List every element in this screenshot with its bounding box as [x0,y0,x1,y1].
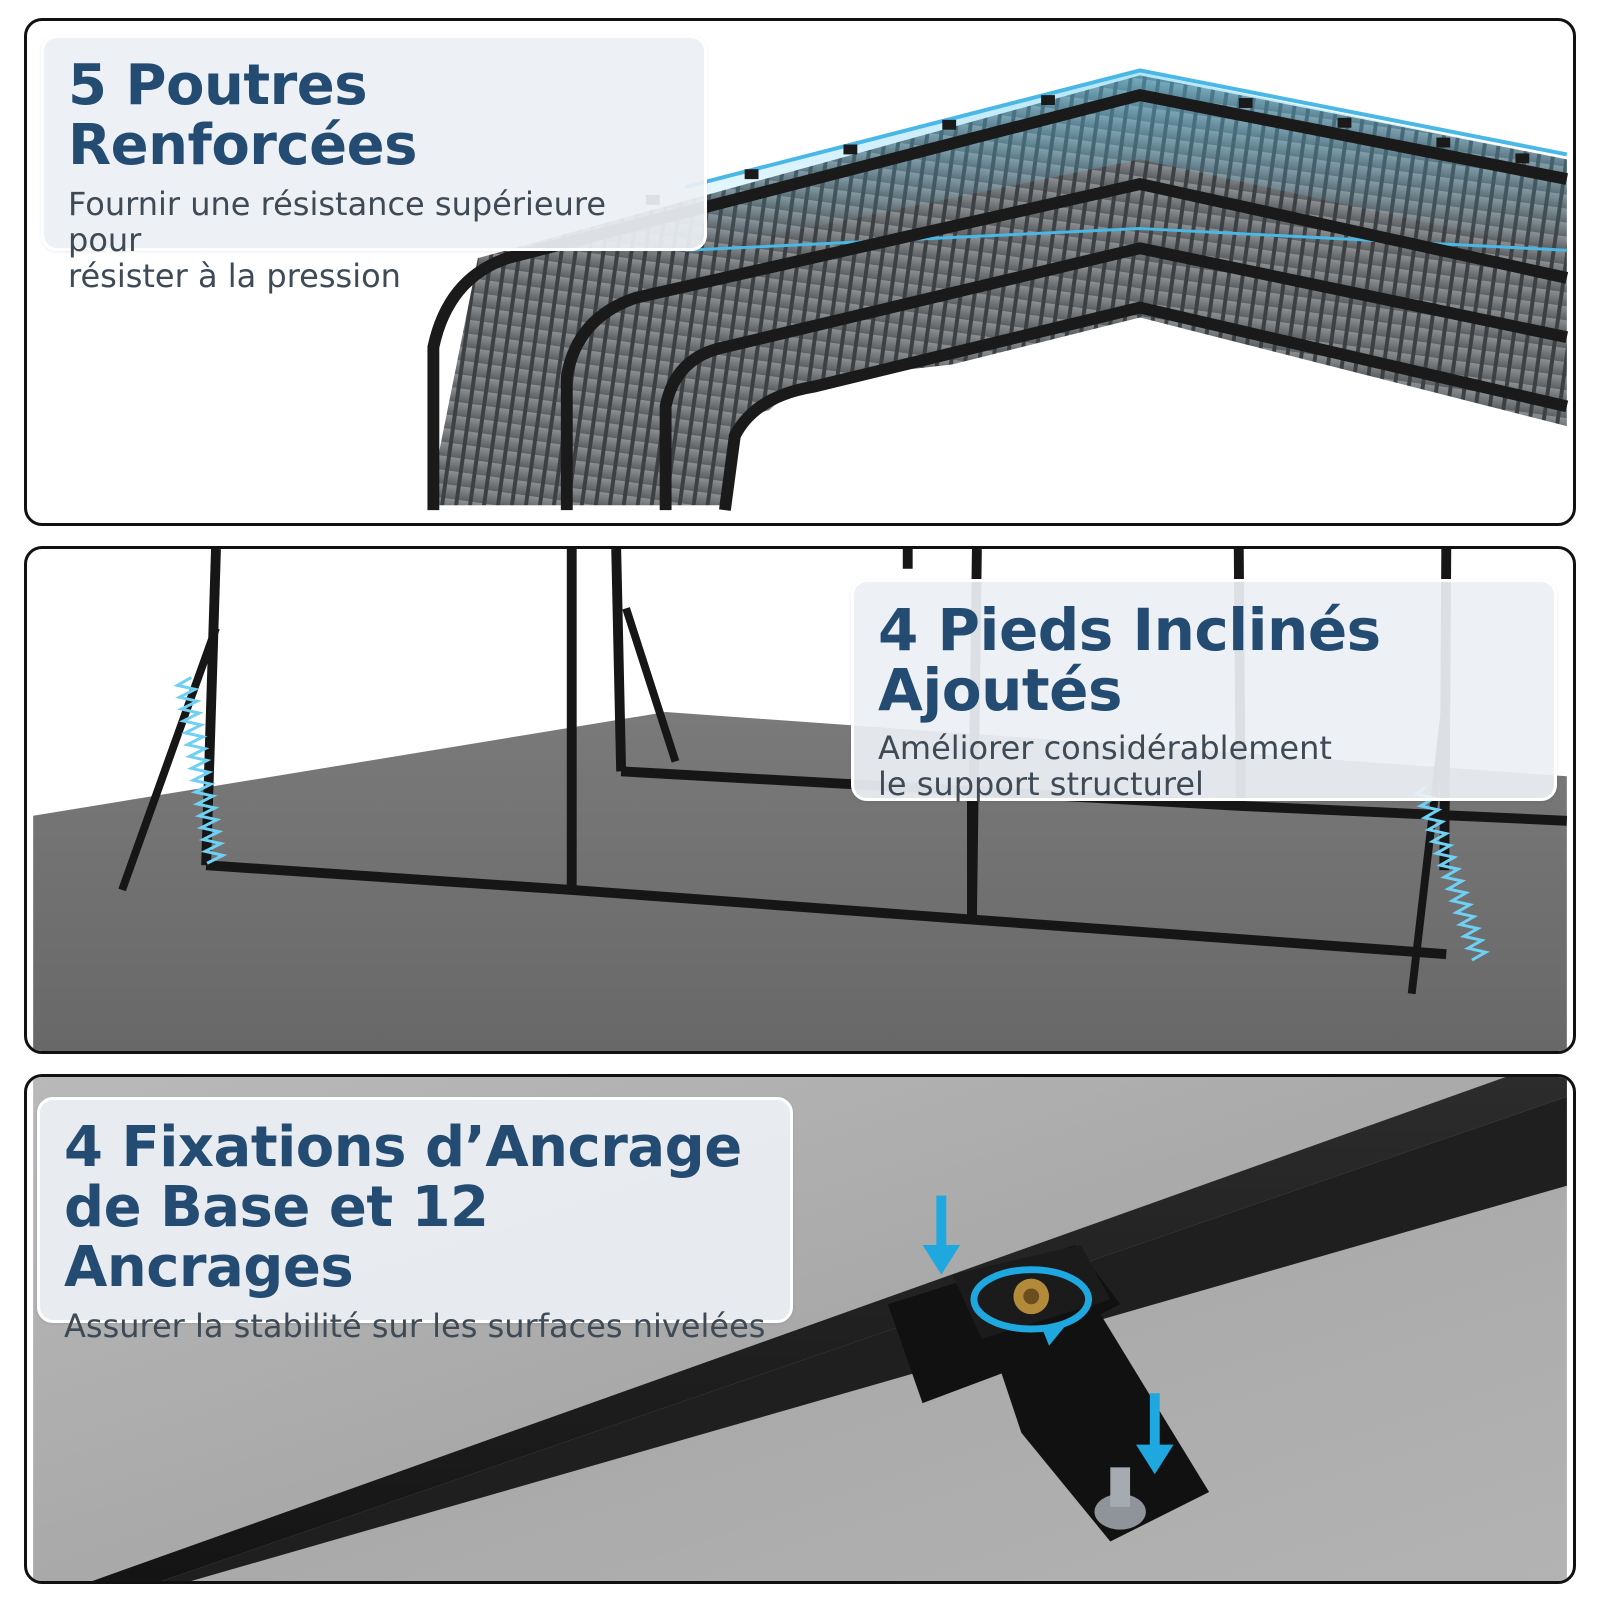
spring-icon [1413,785,1490,962]
legs-title-line1: 4 Pieds Inclinés [878,596,1381,664]
anchors-subtitle: Assurer la stabilité sur les surfaces ni… [64,1307,766,1345]
feature-card-anchors: 4 Fixations d’Ancrage de Base et 12 Ancr… [37,1097,793,1344]
anchors-title-line1: 4 Fixations d’Ancrage [64,1115,742,1180]
feature-card-beams: 5 Poutres Renforcées Fournir une résista… [41,35,707,294]
inclined-legs-panel: 4 Pieds Inclinés Ajoutés Améliorer consi… [24,546,1576,1054]
legs-subtitle-line1: Améliorer considérablement [878,729,1332,767]
base-rail [92,1077,1567,1581]
bolt-icon [1013,1278,1050,1315]
bolt-icon [1094,1467,1146,1530]
beams-subtitle-line1: Fournir une résistance supérieure pour [68,185,607,259]
legs-title: 4 Pieds Inclinés Ajoutés [878,600,1532,720]
roof-beams [427,89,1569,511]
highlight-beam [685,72,1567,254]
roof-beams-panel: 5 Poutres Renforcées Fournir une résista… [24,18,1576,526]
anchors-title-line2: de Base et 12 Ancrages [64,1175,489,1300]
beams-subtitle: Fournir une résistance supérieure pour r… [68,186,682,294]
feature-card-legs: 4 Pieds Inclinés Ajoutés Améliorer consi… [851,579,1557,802]
arrow-down-icon [922,1195,961,1275]
legs-subtitle-line2: le support structurel [878,765,1204,803]
rotate-arrow-icon [970,1266,1093,1333]
spring-icon [173,676,228,865]
arrow-down-icon [1136,1393,1174,1475]
legs-title-line2: Ajoutés [878,656,1123,724]
anchor-bracket [887,1245,1210,1542]
legs-subtitle: Améliorer considérablement le support st… [878,730,1532,802]
anchoring-panel: 4 Fixations d’Ancrage de Base et 12 Ancr… [24,1074,1576,1584]
anchors-title: 4 Fixations d’Ancrage de Base et 12 Ancr… [64,1118,768,1298]
beams-subtitle-line2: résister à la pression [68,257,401,295]
beams-title: 5 Poutres Renforcées [68,53,417,178]
roof-illustration [427,68,1569,511]
